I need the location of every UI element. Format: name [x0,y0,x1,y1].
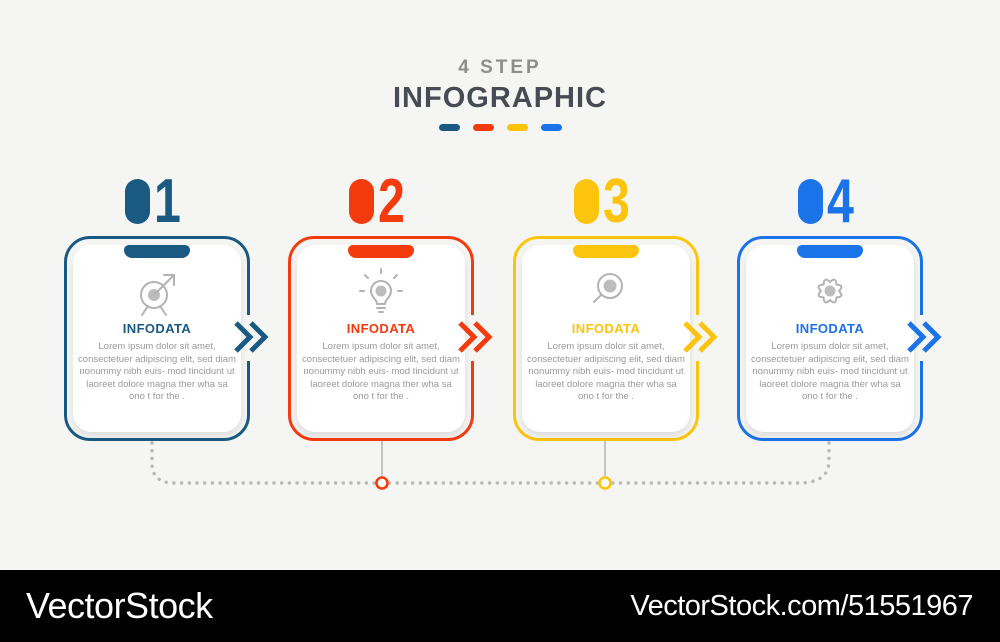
step-1-number: 1 [64,167,250,236]
step-1-label: INFODATA [122,321,192,336]
step-2-panel: INFODATA Lorem ipsum dolor sit amet, con… [297,245,465,432]
step-2-body: Lorem ipsum dolor sit amet, consectetuer… [302,341,460,402]
step-4-number: 4 [737,167,923,236]
step-3-number: 3 [513,167,699,236]
header: 4 STEP INFOGRAPHIC [0,57,1000,131]
step-2-card: INFODATA Lorem ipsum dolor sit amet, con… [288,236,493,441]
step-3-card: INFODATA Lorem ipsum dolor sit amet, con… [513,236,718,441]
gear-icon [817,278,843,304]
timeline-connector [150,441,831,490]
step-3: 3 INFODATA Lorem ipsum dolor sit amet, c… [513,171,718,441]
step-3-body: Lorem ipsum dolor sit amet, consectetuer… [527,341,685,402]
step-4-card: INFODATA Lorem ipsum dolor sit amet, con… [737,236,942,441]
step-2: 2 INFODATA [288,171,493,441]
step-3-digit: 3 [603,167,631,236]
watermark-bar: VectorStock VectorStock.com/51551967 [0,570,1000,642]
step-1-digit: 1 [154,167,182,236]
double-chevron-icon [234,321,269,353]
step-2-tab [348,245,414,258]
step-4-label: INFODATA [795,321,865,336]
magnifier-icon [593,273,623,303]
dash-yellow [506,124,528,131]
target-arrow-icon [140,274,175,316]
zero-glyph [349,179,375,224]
double-chevron-icon [683,321,718,353]
double-chevron-icon [907,321,942,353]
step-2-label: INFODATA [346,321,416,336]
double-chevron-icon [458,321,493,353]
lightbulb-icon [359,268,403,313]
step-1-tab [124,245,190,258]
watermark-url: VectorStock.com/51551967 [630,589,973,622]
step-2-number: 2 [288,167,474,236]
step-1-card: INFODATA Lorem ipsum dolor sit amet, con… [64,236,269,441]
node-circle-yellow [598,476,612,490]
dash-blue [540,124,562,131]
dotted-path [150,441,831,485]
page-title: INFOGRAPHIC [393,82,607,114]
step-1-body: Lorem ipsum dolor sit amet, consectetuer… [78,341,236,402]
step-4-body: Lorem ipsum dolor sit amet, consectetuer… [751,341,909,402]
header-dashes [0,124,1000,131]
zero-glyph [574,179,600,224]
step-4-digit: 4 [827,167,855,236]
step-4-panel: INFODATA Lorem ipsum dolor sit amet, con… [746,245,914,432]
node-circle-red [375,476,389,490]
step-1: 1 INFODATA Lorem ipsum dolor sit am [64,171,269,441]
dash-blue-dark [438,124,460,131]
header-kicker: 4 STEP [458,57,542,78]
dash-red [472,124,494,131]
step-1-panel: INFODATA Lorem ipsum dolor sit amet, con… [73,245,241,432]
step-3-label: INFODATA [571,321,641,336]
step-2-digit: 2 [378,167,406,236]
vectorstock-logo: VectorStock [26,585,213,626]
step-4-tab [797,245,863,258]
step-4: 4 INFODATA Lorem ipsum dolor sit amet, c… [737,171,942,441]
zero-glyph [125,179,151,224]
zero-glyph [798,179,824,224]
step-3-panel: INFODATA Lorem ipsum dolor sit amet, con… [522,245,690,432]
step-3-tab [573,245,639,258]
